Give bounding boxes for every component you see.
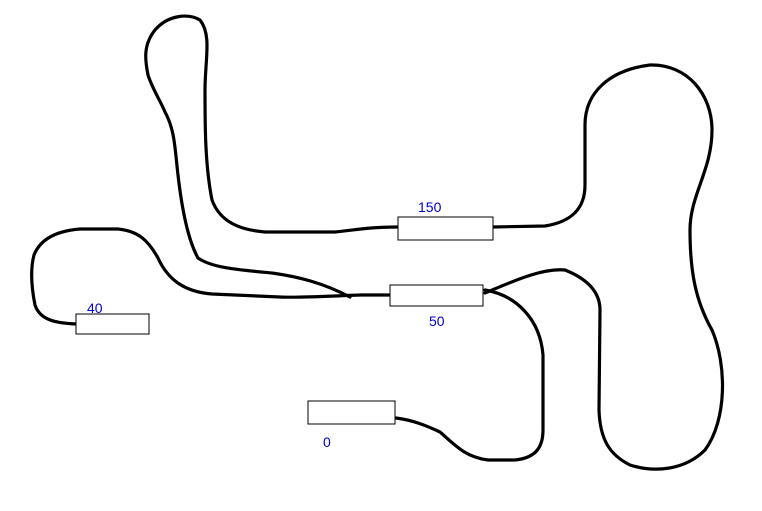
upper-left-track [144, 14, 400, 299]
marker-40-label: 40 [87, 300, 103, 316]
marker-0-box [307, 400, 396, 425]
marker-40-box [75, 313, 150, 335]
marker-50-box [389, 284, 484, 307]
marker-150-box [397, 216, 494, 241]
marker-150-label: 150 [418, 199, 442, 215]
lower-branch-track [394, 288, 545, 462]
right-loop-track [483, 63, 725, 471]
left-branch-track [30, 227, 392, 326]
marker-0-label: 0 [323, 434, 331, 450]
marker-50-label: 50 [429, 313, 445, 329]
